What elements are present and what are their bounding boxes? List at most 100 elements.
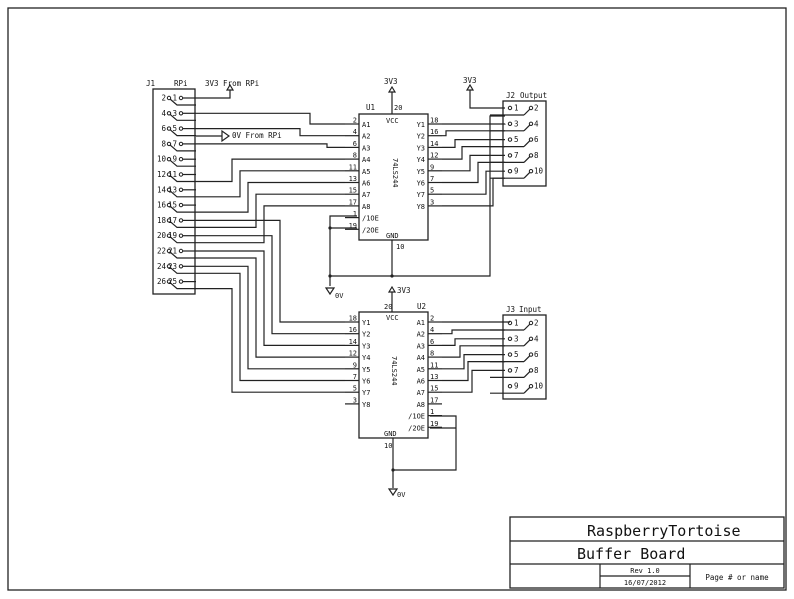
j1-pin-label: 7 [172, 139, 177, 148]
pin-stub [169, 190, 196, 198]
u2-pin-number: 19 [430, 420, 438, 428]
pin-icon [528, 352, 534, 357]
j1-pin-label: 13 [168, 185, 177, 194]
junction [390, 274, 394, 278]
u2-pin-name: Y6 [362, 378, 370, 386]
pin-icon [528, 320, 534, 326]
u2-gnd-power: 0V [397, 491, 406, 499]
wire-j1-u1 [196, 181, 345, 213]
u1-pin-name: A1 [362, 121, 370, 129]
u1-pin-number: 7 [430, 175, 434, 183]
u2-pin-name: A1 [417, 319, 425, 327]
u1-pin-name: Y7 [417, 191, 425, 199]
u1-pin-number: 11 [349, 163, 357, 171]
pin-icon [178, 126, 184, 131]
pin-icon [178, 172, 184, 177]
pin-icon [166, 202, 172, 208]
u1-pin-number: 3 [430, 198, 434, 206]
u2-vcc-label: VCC [386, 314, 399, 322]
u2-pin-name: Y2 [362, 331, 370, 339]
pin-icon [166, 218, 172, 223]
j1-pin-label: 24 [157, 262, 167, 271]
pin-stub [169, 144, 196, 152]
rpi-0v-label: 0V From RPi [232, 131, 282, 140]
wire-j3-u2 [442, 329, 505, 335]
u2-pin-number: 15 [430, 385, 438, 393]
pin-icon [166, 141, 172, 147]
j2-name: Output [520, 91, 547, 100]
u2-pin-number: 9 [353, 361, 357, 369]
wire-j1-u2 [196, 257, 345, 358]
pin-icon [166, 111, 172, 116]
j1-name: RPi [174, 79, 188, 88]
pin-icon [178, 233, 184, 238]
pin-label: 7 [514, 151, 519, 160]
u1-ref: U1 [366, 103, 375, 112]
sheet-frame [7, 7, 787, 591]
wire-j1-u2 [196, 272, 345, 382]
pin-stub [523, 355, 531, 363]
pin-stub [523, 386, 531, 394]
u2-pin-name: Y8 [362, 401, 370, 409]
pin-icon [166, 248, 172, 254]
j1-pin-label: 23 [168, 262, 177, 271]
pin-stub [169, 236, 196, 244]
pin-icon [178, 248, 184, 254]
u1-pin-name: Y1 [417, 121, 425, 129]
pin-icon [528, 169, 534, 174]
u1-pin-number: 2 [353, 117, 357, 125]
pin-icon [166, 264, 172, 269]
u1-gnd-label: GND [386, 232, 399, 240]
project-name: RaspberryTortoise [587, 522, 741, 540]
u1-pin-number: 8 [353, 152, 357, 160]
rpi-3v3-label: 3V3 From RPi [205, 79, 259, 88]
pin-icon [166, 95, 172, 101]
pin-stub [523, 108, 531, 116]
j3-name: Input [519, 305, 542, 314]
pin-icon [178, 279, 184, 284]
pin-stub [169, 159, 196, 167]
pin-stub [523, 370, 531, 378]
wire-j1-u1 [196, 170, 345, 198]
wire-j3-u2 [442, 369, 505, 393]
u1-vcc-power: 3V3 [384, 77, 398, 86]
u1-pin-number: 12 [430, 152, 438, 160]
wire-u1-j2 [442, 130, 505, 137]
pin-label: 4 [534, 334, 539, 343]
j1-pin-label: 4 [161, 109, 166, 118]
wire-gnd-bus [330, 115, 505, 277]
wire-u1-j2 [442, 146, 505, 160]
u1-part: 74LS244 [391, 158, 399, 188]
u2-gnd-label: GND [384, 430, 397, 438]
wire-j1-u2 [196, 265, 345, 370]
wire-u1-j2 [442, 154, 505, 172]
pin-label: 9 [514, 167, 519, 176]
u2-pin-number: 16 [349, 326, 357, 334]
j2-ref: J2 [506, 91, 515, 100]
pin-icon [507, 121, 513, 127]
wire-j1-u1 [196, 193, 345, 228]
junction [391, 468, 395, 472]
j1-pin-label: 10 [157, 155, 167, 164]
wire-j3-u2 [442, 345, 505, 358]
j1-pin-label: 21 [168, 247, 177, 256]
u1-pin-name: Y8 [417, 203, 425, 211]
wire-j3-u2 [442, 354, 505, 370]
u2-pin-name: A3 [417, 342, 425, 350]
wire-j1-u1 [196, 158, 345, 183]
title-block: RaspberryTortoise Buffer Board Rev 1.0 1… [509, 516, 785, 589]
pin-icon [528, 137, 534, 142]
u2-pin-name: Y3 [362, 342, 370, 350]
j1-pin-label: 12 [157, 170, 166, 179]
j1-pin-label: 1 [172, 94, 177, 103]
u2-pin-number: 4 [430, 326, 434, 334]
wire-j3-u2 [442, 361, 505, 382]
u2-pin-number: 14 [349, 338, 357, 346]
wire-j1-u2 [196, 219, 345, 323]
wire-j3-u2 [442, 338, 505, 346]
j1-pin-label: 18 [157, 216, 167, 225]
pin-stub [523, 140, 531, 148]
u1-vcc-label: VCC [386, 117, 399, 125]
